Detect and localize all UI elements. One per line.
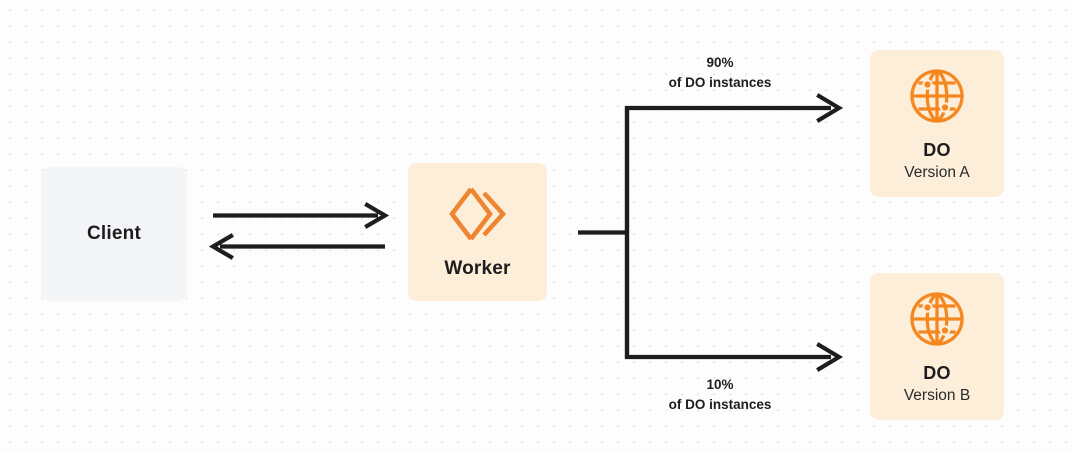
globe-icon — [908, 67, 966, 125]
globe-icon — [908, 290, 966, 348]
node-do-a-label: DO — [923, 140, 951, 161]
arrow-worker-to-client — [208, 233, 385, 260]
node-client-label: Client — [87, 223, 141, 244]
arrow-worker-to-do-b — [625, 342, 844, 372]
node-do-b-label: DO — [923, 363, 951, 384]
edge-label-do-b-percent: 10% — [706, 377, 734, 392]
node-do-a-sublabel: Version A — [904, 163, 970, 181]
cloudflare-workers-chevron-icon — [446, 184, 510, 244]
node-worker-label: Worker — [444, 258, 511, 279]
edge-label-do-a-caption: of DO instances — [668, 74, 772, 90]
node-worker: Worker — [408, 163, 547, 301]
edge-label-do-b: 10% of DO instances — [620, 375, 820, 414]
arrow-client-to-worker — [213, 202, 390, 229]
node-do-version-b: DO Version B — [870, 273, 1004, 420]
edge-label-do-a-percent: 90% — [706, 55, 734, 70]
node-client: Client — [41, 167, 187, 301]
edge-label-do-b-caption: of DO instances — [668, 396, 772, 412]
branch-trunk — [578, 106, 630, 359]
node-do-b-sublabel: Version B — [903, 386, 971, 404]
node-do-version-a: DO Version A — [870, 50, 1004, 197]
arrow-worker-to-do-a — [625, 93, 844, 123]
edge-label-do-a: 90% of DO instances — [620, 53, 820, 92]
